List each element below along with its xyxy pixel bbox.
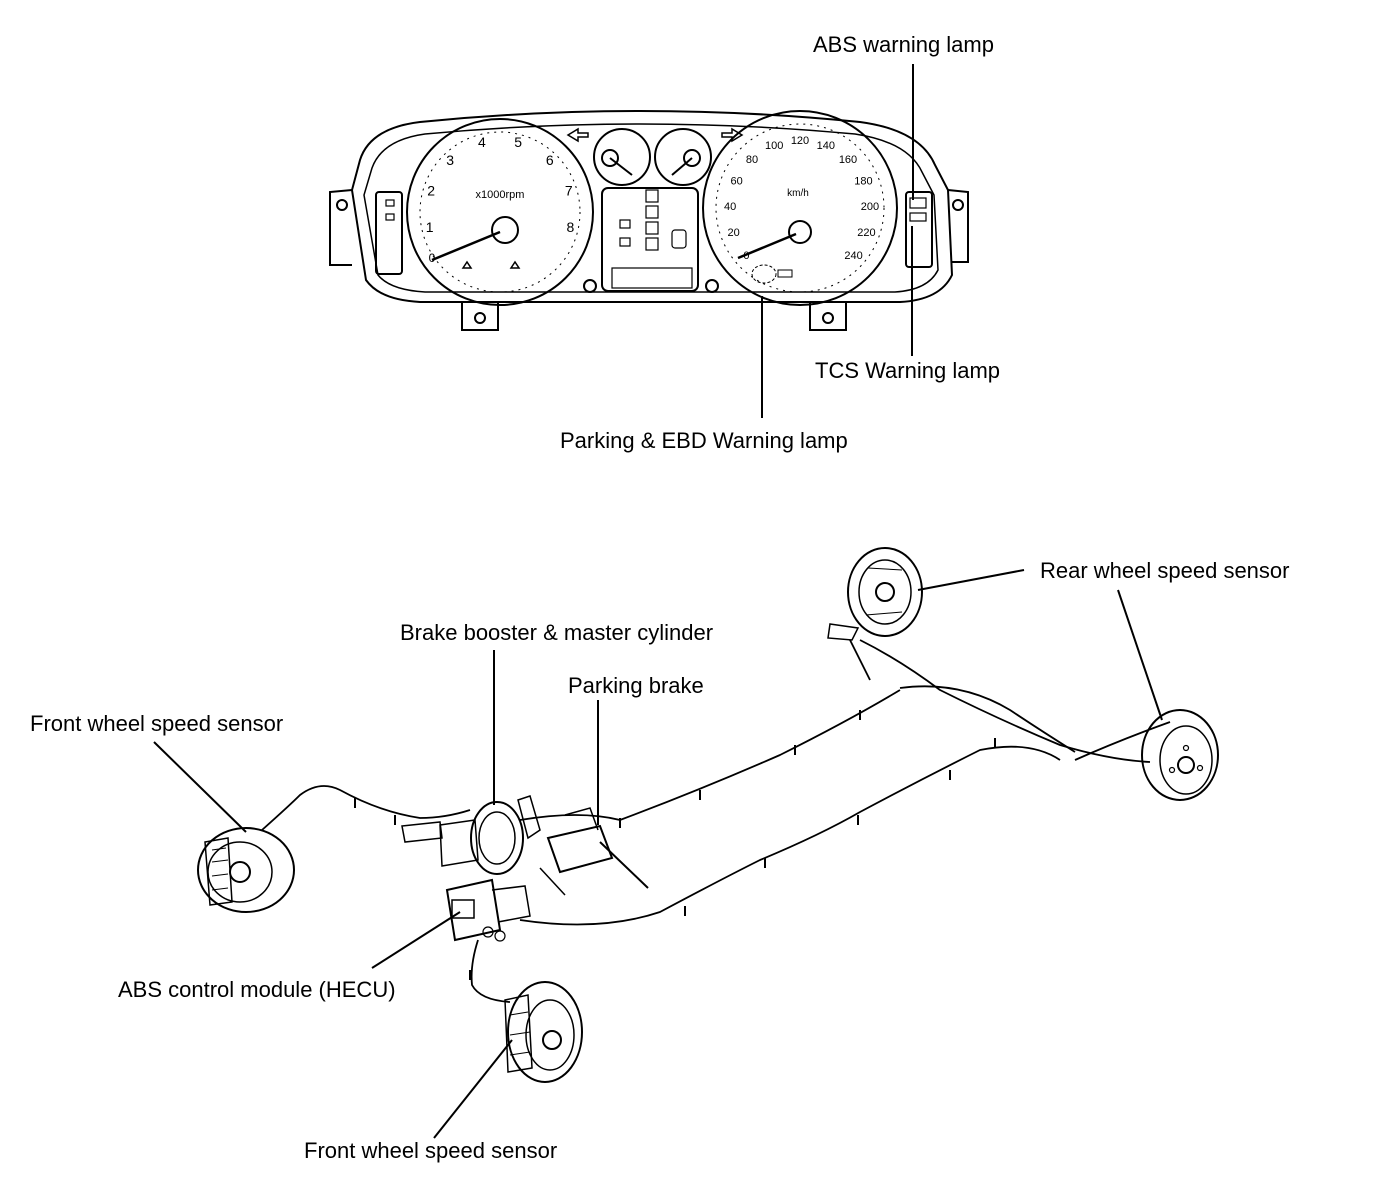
- speed-number-60: 60: [730, 175, 742, 187]
- rear-sensor-leader-b: [1117, 589, 1163, 721]
- front-left-wheel-assembly: [197, 827, 295, 913]
- tcs-warning-lamp-label: TCS Warning lamp: [815, 358, 1001, 383]
- abs-control-module: [445, 878, 531, 942]
- tach-unit: x1000rpm: [476, 189, 525, 201]
- abs-module-leader: [371, 911, 461, 969]
- tach-number-2: 2: [427, 183, 435, 199]
- speed-number-100: 100: [765, 140, 783, 152]
- rear-sensor-leader-a: [917, 569, 1025, 591]
- tach-number-3: 3: [446, 152, 454, 168]
- front-right-wheel-assembly: [504, 981, 583, 1083]
- front-bottom-sensor-leader: [433, 1039, 513, 1139]
- parking-ebd-lamp-label: Parking & EBD Warning lamp: [560, 428, 848, 453]
- rear-lower-drum-assembly: [1141, 709, 1219, 801]
- speed-number-120: 120: [791, 135, 809, 147]
- brake-booster-label: Brake booster & master cylinder: [400, 620, 714, 645]
- abs-module-label: ABS control module (HECU): [118, 977, 396, 1002]
- rear-wheel-sensor-label: Rear wheel speed sensor: [1040, 558, 1290, 583]
- tach-number-1: 1: [426, 219, 434, 235]
- tach-number-8: 8: [567, 219, 575, 235]
- speed-number-180: 180: [854, 175, 872, 187]
- front-left-sensor-leader: [153, 741, 247, 833]
- rear-upper-wheel-assembly: [827, 547, 923, 641]
- brake-booster: [401, 795, 541, 875]
- speed-number-240: 240: [844, 250, 862, 262]
- parking-brake-label: Parking brake: [568, 673, 704, 698]
- speed-number-20: 20: [727, 227, 739, 239]
- speed-number-80: 80: [746, 154, 758, 166]
- tach-number-0: 0: [429, 251, 436, 265]
- speedometer-numbers: 0 20 40 60 80 100 120 140 160 180 200 220 240: [724, 135, 879, 262]
- speed-number-160: 160: [839, 154, 857, 166]
- abs-warning-lamp-label: ABS warning lamp: [813, 32, 994, 57]
- tach-number-5: 5: [514, 134, 522, 150]
- tach-number-6: 6: [546, 152, 554, 168]
- speed-number-40: 40: [724, 201, 736, 213]
- parking-brake: [539, 807, 649, 896]
- speed-number-0: 0: [743, 250, 749, 262]
- tach-number-7: 7: [565, 183, 573, 199]
- speed-number-200: 200: [861, 201, 879, 213]
- brake-lines: [261, 639, 1171, 1003]
- speed-unit: km/h: [787, 188, 809, 199]
- front-wheel-sensor-bottom-label: Front wheel speed sensor: [304, 1138, 558, 1163]
- speed-number-140: 140: [817, 140, 835, 152]
- speed-number-220: 220: [857, 227, 875, 239]
- instrument-cluster: [329, 110, 969, 331]
- front-wheel-sensor-left-label: Front wheel speed sensor: [30, 711, 284, 736]
- tach-number-4: 4: [478, 134, 486, 150]
